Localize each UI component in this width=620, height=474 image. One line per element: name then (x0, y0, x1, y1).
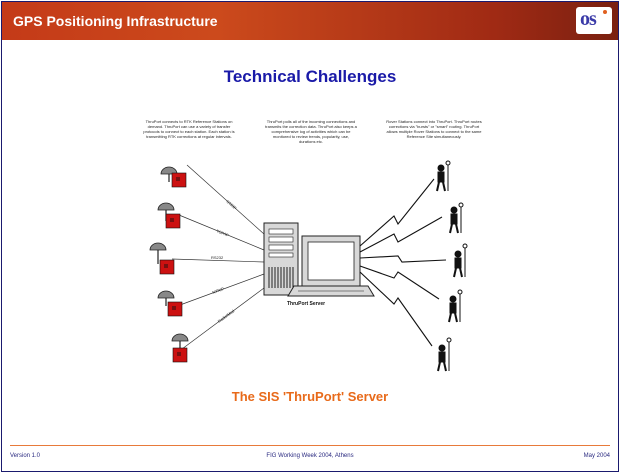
header-bar: GPS Positioning Infrastructure os (2, 2, 618, 40)
server-label: ThruPort Server (287, 301, 325, 307)
logo-dot-icon (603, 10, 607, 14)
reference-station-1 (160, 166, 187, 188)
server-monitor-icon (287, 235, 375, 297)
footer-date: May 2004 (583, 453, 610, 459)
wireless-links (359, 178, 447, 347)
footer-event: FIG Working Week 2004, Athens (266, 453, 354, 459)
link-label-1: NTRIP (225, 199, 238, 211)
rover-1-icon (436, 160, 451, 192)
diagram-caption: The SIS 'ThruPort' Server (231, 389, 389, 404)
rover-4-icon (448, 289, 463, 323)
blurb-reference-stations: ThruPort connects to RTK Reference Stati… (143, 119, 235, 139)
rover-5-icon (437, 337, 452, 372)
slide-title: Technical Challenges (223, 67, 397, 86)
rover-2-icon (449, 202, 464, 234)
link-label-3: RS232 (211, 255, 224, 260)
logo-text: os (580, 8, 597, 30)
rover-3-icon (453, 243, 468, 278)
footer-divider (10, 445, 610, 446)
reference-station-2 (157, 202, 181, 229)
osi-logo: os (576, 7, 612, 34)
blurb-thruport-polling: ThruPort polls all of the incoming conne… (265, 119, 357, 144)
reference-station-4 (157, 290, 183, 317)
link-label-2: TCP/IP (216, 228, 230, 238)
blurb-rover-stations: Rover Stations connect into ThruPort. Th… (386, 119, 482, 139)
server-tower-icon (263, 222, 299, 296)
footer-version: Version 1.0 (10, 453, 41, 459)
header-title: GPS Positioning Infrastructure (13, 13, 218, 29)
link-label-4: NTRIP (212, 286, 225, 295)
reference-station-5 (171, 333, 189, 363)
link-label-5: Radio/Mod (217, 308, 236, 323)
reference-station-3 (149, 242, 175, 275)
